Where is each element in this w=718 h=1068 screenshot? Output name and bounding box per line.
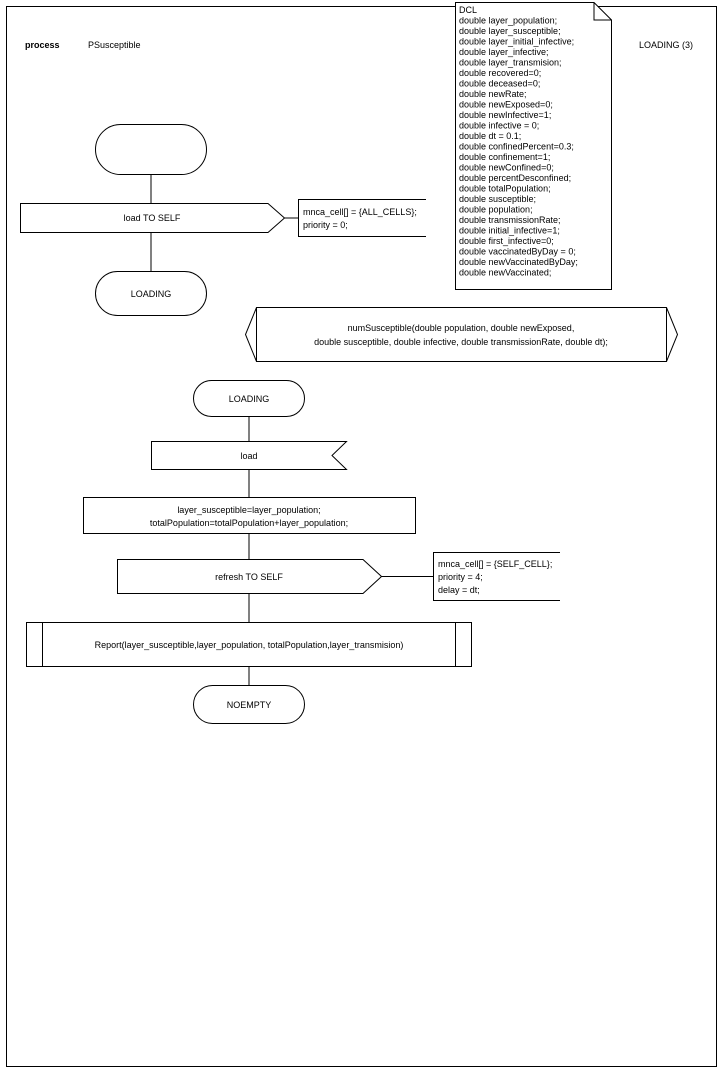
comment-line: priority = 0; — [303, 220, 348, 230]
state-label: NOEMPTY — [227, 700, 272, 710]
input-label: load — [240, 451, 257, 461]
procedure-declaration[interactable]: numSusceptible(double population, double… — [244, 307, 679, 362]
declaration-line: double population; — [459, 205, 533, 215]
procedure-call-label: Report(layer_susceptible,layer_populatio… — [95, 640, 404, 650]
declaration-line: DCL — [459, 5, 477, 15]
task-line: totalPopulation=totalPopulation+layer_po… — [150, 518, 348, 528]
declaration-line: double infective = 0; — [459, 121, 539, 131]
declaration-line: double percentDesconfined; — [459, 173, 571, 183]
declaration-line: double vaccinatedByDay = 0; — [459, 247, 576, 257]
comment-line: delay = dt; — [438, 585, 480, 595]
output-load-to-self[interactable]: load TO SELF — [20, 203, 286, 233]
page-reference: LOADING (3) — [639, 40, 693, 50]
declaration-line: double recovered=0; — [459, 68, 541, 78]
comment-line: priority = 4; — [438, 572, 483, 582]
declaration-line: double newExposed=0; — [459, 100, 553, 110]
comment-self-cell[interactable]: mnca_cell[] = {SELF_CELL}; priority = 4;… — [381, 552, 561, 601]
output-label: refresh TO SELF — [215, 572, 283, 582]
declaration-line: double confinedPercent=0.3; — [459, 142, 574, 152]
output-refresh-to-self[interactable]: refresh TO SELF — [117, 559, 383, 594]
process-name: PSusceptible — [88, 40, 141, 50]
declaration-line: double layer_initial_infective; — [459, 37, 574, 47]
process-keyword: process — [25, 40, 60, 50]
declaration-line: double deceased=0; — [459, 79, 540, 89]
state-loading[interactable]: LOADING — [193, 380, 305, 417]
input-load[interactable]: load — [151, 441, 348, 470]
state-label: LOADING — [131, 289, 172, 299]
declaration-line: double layer_susceptible; — [459, 26, 561, 36]
declaration-line: double layer_infective; — [459, 47, 549, 57]
declaration-line: double newConfined=0; — [459, 163, 554, 173]
comment-line: mnca_cell[] = {ALL_CELLS}; — [303, 207, 417, 217]
declaration-line: double newVaccinated; — [459, 268, 551, 278]
task-line: layer_susceptible=layer_population; — [177, 505, 320, 515]
declaration-line: double transmissionRate; — [459, 215, 561, 225]
procedure-signature-line: double susceptible, double infective, do… — [314, 337, 608, 347]
state-noempty[interactable]: NOEMPTY — [193, 685, 305, 724]
declaration-line: double initial_infective=1; — [459, 226, 560, 236]
state-label: LOADING — [229, 394, 270, 404]
comment-all-cells[interactable]: mnca_cell[] = {ALL_CELLS}; priority = 0; — [284, 199, 427, 237]
declaration-line: double confinement=1; — [459, 152, 550, 162]
declaration-line: double newInfective=1; — [459, 110, 551, 120]
declaration-line: double totalPopulation; — [459, 184, 551, 194]
declaration-line: double dt = 0.1; — [459, 131, 521, 141]
declaration-line: double susceptible; — [459, 194, 536, 204]
declaration-line: double first_infective=0; — [459, 236, 554, 246]
declaration-line: double newRate; — [459, 89, 527, 99]
state-loading-next[interactable]: LOADING — [95, 271, 207, 316]
declaration-line: double layer_transmision; — [459, 58, 562, 68]
task-assign-population[interactable]: layer_susceptible=layer_population; tota… — [83, 497, 416, 534]
procedure-signature-line: numSusceptible(double population, double… — [348, 323, 575, 333]
output-label: load TO SELF — [124, 213, 181, 223]
start-symbol[interactable] — [95, 124, 207, 175]
comment-line: mnca_cell[] = {SELF_CELL}; — [438, 559, 552, 569]
declaration-line: double newVaccinatedByDay; — [459, 257, 578, 267]
procedure-call-report[interactable]: Report(layer_susceptible,layer_populatio… — [26, 622, 472, 667]
declaration-line: double layer_population; — [459, 16, 557, 26]
